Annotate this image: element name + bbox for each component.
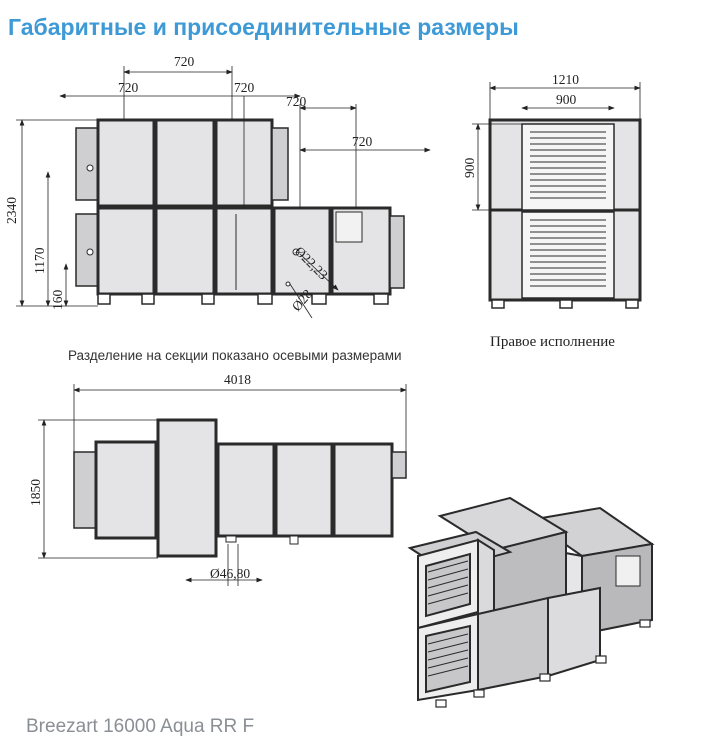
dim-720-far: 720: [352, 134, 373, 149]
dim-2340: 2340: [4, 197, 19, 224]
side-dimension-lines: [472, 82, 641, 211]
dim-160: 160: [50, 290, 65, 311]
dim-900-width: 900: [556, 92, 577, 107]
side-view-label: Правое исполнение: [490, 334, 615, 350]
dim-720-left: 720: [118, 80, 139, 95]
top-dimension-lines: [38, 384, 407, 586]
dim-900-height: 900: [462, 158, 477, 179]
sections-note: Разделение на секции показано осевыми ра…: [68, 348, 402, 363]
dim-1210: 1210: [552, 72, 579, 87]
dim-4018: 4018: [224, 372, 251, 387]
top-view: [73, 418, 407, 558]
dim-720-right: 720: [286, 94, 307, 109]
front-dimension-lines: [16, 66, 431, 319]
model-name: Breezart 16000 Aqua RR F: [26, 716, 255, 737]
page-title: Габаритные и присоединительные размеры: [8, 14, 519, 40]
side-view: [488, 118, 642, 309]
dim-720-middle: 720: [234, 80, 255, 95]
dim-720-top: 720: [174, 54, 195, 69]
front-view: [75, 118, 405, 305]
isometric-view: [407, 496, 655, 708]
dim-1850: 1850: [28, 479, 43, 506]
dim-1170: 1170: [32, 247, 47, 274]
dim-diameter-46: Ø46,80: [210, 566, 250, 581]
